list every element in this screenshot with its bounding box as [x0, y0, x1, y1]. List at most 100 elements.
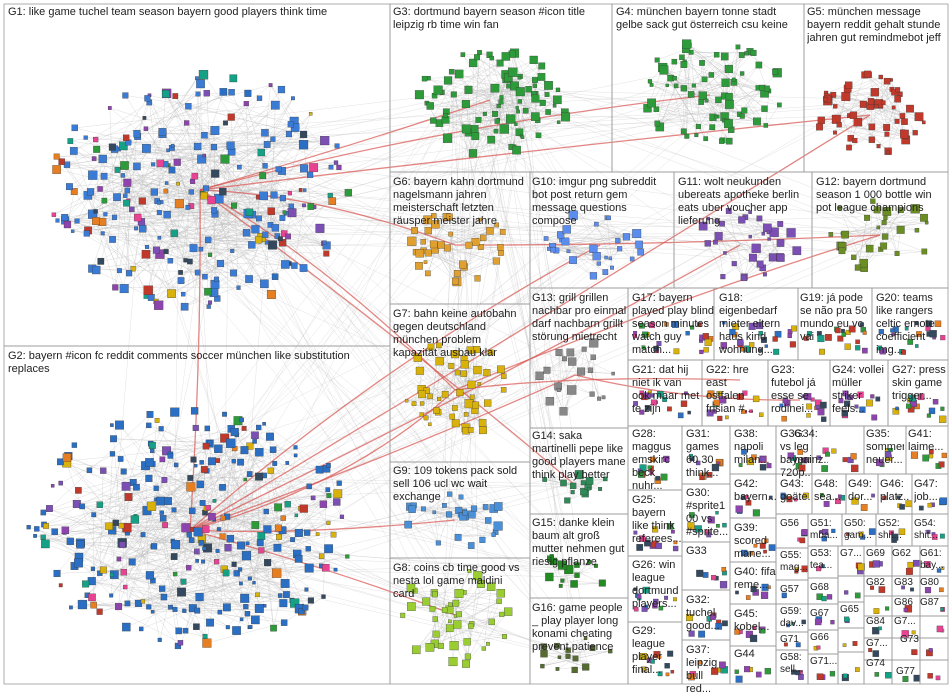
user-node [204, 90, 210, 96]
user-node [182, 609, 186, 613]
user-node [263, 163, 268, 168]
user-node [476, 117, 482, 123]
user-node [860, 101, 867, 108]
user-node [240, 618, 243, 621]
user-node [660, 66, 669, 75]
user-node [186, 565, 191, 570]
user-node [256, 425, 261, 430]
group-label-g7g2: G7... [866, 638, 892, 650]
user-node [681, 61, 688, 68]
user-node [553, 104, 556, 107]
user-node [472, 238, 479, 245]
user-node [123, 93, 129, 99]
user-node [243, 229, 250, 236]
user-node [92, 266, 100, 274]
user-node [129, 559, 136, 566]
user-node [70, 147, 77, 154]
user-node [110, 436, 117, 443]
group-label-g82: G82 [866, 577, 892, 589]
user-node [311, 496, 315, 500]
user-node [873, 651, 879, 657]
user-node [420, 413, 424, 417]
user-node [494, 522, 503, 531]
user-node [303, 189, 306, 192]
group-label-g56: G56 [780, 518, 808, 530]
user-node [705, 240, 711, 246]
user-node [268, 241, 277, 250]
user-node [692, 84, 696, 88]
user-node [253, 439, 257, 443]
user-node [816, 124, 823, 131]
user-node [112, 285, 118, 291]
user-node [550, 247, 555, 252]
user-node [696, 124, 701, 129]
user-node [240, 594, 249, 603]
group-label-g86: G86 [894, 597, 918, 609]
user-node [264, 559, 271, 566]
user-node [240, 418, 244, 422]
user-node [521, 136, 524, 139]
user-node [929, 408, 935, 414]
user-node [308, 203, 314, 209]
user-node [158, 236, 161, 239]
user-node [648, 79, 652, 83]
user-node [449, 232, 453, 236]
user-node [242, 426, 247, 431]
user-node [428, 394, 433, 399]
group-label-g68: G68 [810, 582, 838, 594]
user-node [280, 195, 286, 201]
user-node [868, 98, 874, 104]
user-node [216, 458, 220, 462]
user-node [746, 595, 750, 599]
user-node [915, 228, 919, 232]
user-node [523, 108, 528, 113]
user-node [270, 625, 276, 631]
user-node [562, 238, 569, 245]
user-node [497, 60, 504, 67]
user-node [337, 165, 342, 170]
user-node [307, 484, 312, 489]
user-node [181, 579, 187, 585]
user-node [485, 517, 491, 523]
user-node [462, 660, 470, 668]
user-node [430, 606, 435, 611]
user-node [452, 405, 457, 410]
user-node [699, 99, 704, 104]
user-node [461, 53, 465, 57]
user-node [126, 270, 132, 276]
user-node [84, 136, 88, 140]
user-node [187, 259, 192, 264]
group-label-g55: G55: mag... [780, 550, 808, 574]
user-node [514, 123, 517, 126]
user-node [882, 220, 887, 225]
user-node [489, 619, 495, 625]
user-node [715, 97, 721, 103]
user-node [110, 573, 114, 577]
user-node [305, 588, 309, 592]
user-node [184, 121, 189, 126]
user-node [110, 451, 115, 456]
user-node [214, 559, 219, 564]
user-node [615, 238, 620, 243]
user-node [276, 167, 282, 173]
user-node [793, 247, 801, 255]
user-node [533, 84, 537, 88]
user-node [191, 457, 197, 463]
group-label-g23: G23: futebol já esse se rodinei... [771, 364, 829, 416]
user-node [895, 119, 900, 124]
user-node [123, 135, 129, 141]
user-node [468, 381, 476, 389]
user-node [115, 421, 124, 430]
user-node [141, 532, 146, 537]
user-node [483, 504, 488, 509]
user-node [243, 604, 248, 609]
user-node [681, 85, 687, 91]
user-node [815, 619, 821, 625]
user-node [270, 447, 276, 453]
user-node [164, 497, 172, 505]
group-label-g47: G47: job... [914, 478, 948, 504]
user-node [291, 263, 297, 269]
user-node [322, 595, 326, 599]
user-node [854, 118, 862, 126]
user-node [316, 533, 319, 536]
